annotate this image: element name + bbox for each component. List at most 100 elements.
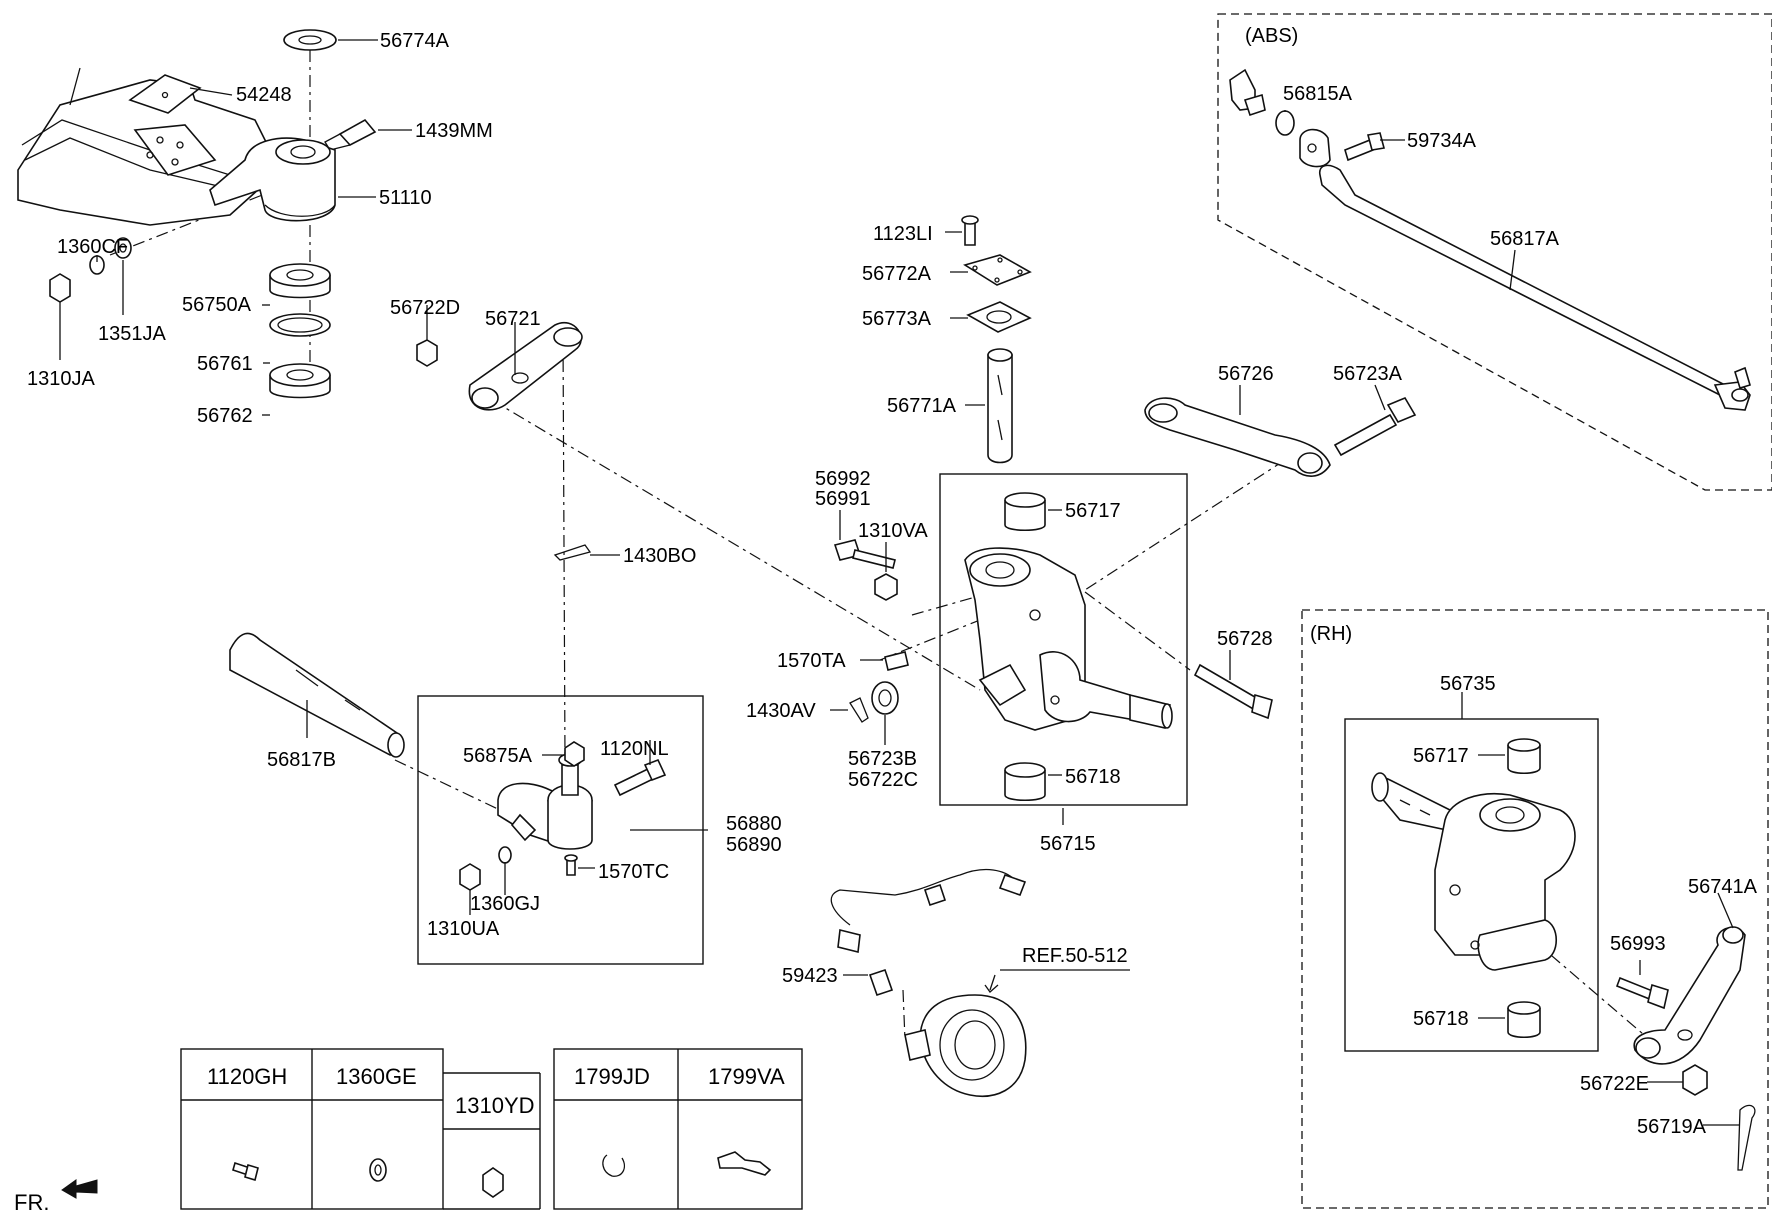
label-56723B[interactable]: 56723B — [848, 748, 917, 770]
part-1430BO-pin[interactable] — [553, 544, 592, 561]
label-56735[interactable]: 56735 — [1440, 673, 1496, 695]
label-56715[interactable]: 56715 — [1040, 833, 1096, 855]
label-56723A[interactable]: 56723A — [1333, 363, 1403, 385]
label-56991[interactable]: 56991 — [815, 488, 871, 510]
label-56750A[interactable]: 56750A — [182, 294, 252, 316]
part-56771A-kingpin[interactable] — [987, 348, 1013, 464]
label-56773A[interactable]: 56773A — [862, 308, 932, 330]
part-1570TC-fitting[interactable] — [564, 854, 578, 876]
part-56718-bushing[interactable] — [1004, 762, 1046, 802]
label-56728[interactable]: 56728 — [1217, 628, 1273, 650]
label-56762[interactable]: 56762 — [197, 405, 253, 427]
label-1120NL[interactable]: 1120NL — [600, 738, 669, 760]
part-1351JA-washer[interactable] — [114, 237, 132, 259]
label-1360CF[interactable]: 1360CF — [57, 236, 128, 258]
label-56817B[interactable]: 56817B — [267, 749, 336, 771]
label-56721[interactable]: 56721 — [485, 308, 541, 330]
label-1430AV[interactable]: 1430AV — [746, 700, 816, 722]
part-1439MM-bolt[interactable] — [324, 118, 377, 151]
label-56774A[interactable]: 56774A — [380, 30, 450, 52]
part-56723B-nut[interactable] — [871, 681, 899, 715]
label-ref-50-512[interactable]: REF.50-512 — [1022, 945, 1128, 967]
rh-part-56718-bushing[interactable] — [1507, 1001, 1541, 1039]
label-56717[interactable]: 56717 — [1065, 500, 1121, 522]
label-1570TC[interactable]: 1570TC — [598, 861, 669, 883]
part-56762-bushing[interactable] — [269, 363, 331, 399]
part-56722D-nut[interactable] — [416, 339, 438, 367]
legend-1120GH[interactable]: 1120GH — [207, 1064, 287, 1089]
part-56722E-nut[interactable] — [1682, 1064, 1708, 1096]
label-56771A[interactable]: 56771A — [887, 395, 957, 417]
label-1351JA[interactable]: 1351JA — [98, 323, 166, 345]
part-56774A-washer[interactable] — [283, 29, 337, 51]
label-1310JA[interactable]: 1310JA — [27, 368, 95, 390]
label-56718[interactable]: 56718 — [1065, 766, 1121, 788]
label-56722D[interactable]: 56722D — [390, 297, 460, 319]
part-1310UA-nut[interactable] — [459, 863, 481, 891]
label-56875A[interactable]: 56875A — [463, 745, 533, 767]
part-56719A-pin[interactable] — [1737, 1104, 1756, 1171]
part-56741A-arm[interactable] — [1633, 926, 1746, 1065]
part-56817B-rod[interactable] — [229, 632, 405, 758]
part-56772A-cap[interactable] — [963, 254, 1032, 286]
part-56992-bolt[interactable] — [833, 539, 896, 569]
label-56726[interactable]: 56726 — [1218, 363, 1274, 385]
part-56715-knuckle[interactable] — [964, 547, 1173, 731]
label-56761[interactable]: 56761 — [197, 353, 253, 375]
label-56993[interactable]: 56993 — [1610, 933, 1666, 955]
part-56723A-bolt[interactable] — [1333, 396, 1417, 457]
label-56880[interactable]: 56880 — [726, 813, 782, 835]
part-1120NL-bolt[interactable] — [613, 758, 667, 797]
legend-1799JD[interactable]: 1799JD — [574, 1064, 650, 1089]
part-59734A-bolt[interactable] — [1344, 132, 1385, 162]
label-1430BO[interactable]: 1430BO — [623, 545, 696, 567]
part-1310JA-nut[interactable] — [49, 273, 71, 303]
label-59423[interactable]: 59423 — [782, 965, 838, 987]
part-56750A-bushing[interactable] — [269, 263, 331, 299]
label-rh-56718[interactable]: 56718 — [1413, 1008, 1469, 1030]
part-1570TA-fitting[interactable] — [884, 651, 909, 671]
part-1360GJ-washer[interactable] — [498, 846, 512, 864]
label-56719A[interactable]: 56719A — [1637, 1116, 1707, 1138]
legend-1360GE[interactable]: 1360GE — [336, 1064, 417, 1089]
tie-rod-end-assembly[interactable] — [497, 753, 593, 850]
label-56722C[interactable]: 56722C — [848, 769, 918, 791]
legend-1799VA[interactable]: 1799VA — [708, 1064, 785, 1089]
label-59734A[interactable]: 59734A — [1407, 130, 1477, 152]
label-56992[interactable]: 56992 — [815, 468, 871, 490]
part-1123LI-bolt[interactable] — [961, 215, 979, 246]
label-1570TA[interactable]: 1570TA — [777, 650, 846, 672]
part-56721-arm[interactable] — [468, 322, 583, 411]
label-56817A[interactable]: 56817A — [1490, 228, 1560, 250]
label-1439MM[interactable]: 1439MM — [415, 120, 493, 142]
part-56761-washer[interactable] — [269, 313, 331, 337]
label-1310UA[interactable]: 1310UA — [427, 918, 500, 940]
label-54248[interactable]: 54248 — [236, 84, 292, 106]
label-1310VA[interactable]: 1310VA — [858, 520, 928, 542]
part-56773A-gasket[interactable] — [966, 301, 1032, 333]
label-56741A[interactable]: 56741A — [1688, 876, 1758, 898]
part-56817A-rod[interactable] — [1318, 164, 1751, 411]
label-rh-56717[interactable]: 56717 — [1413, 745, 1469, 767]
part-56726-arm[interactable] — [1144, 397, 1331, 477]
part-1310VA-nut[interactable] — [874, 573, 898, 601]
part-59423-sensor[interactable] — [830, 868, 1027, 997]
label-51110[interactable]: 51110 — [379, 187, 432, 209]
part-1430AV-pin[interactable] — [849, 697, 869, 723]
legend-1310YD[interactable]: 1310YD — [455, 1093, 535, 1118]
label-56772A[interactable]: 56772A — [862, 263, 932, 285]
part-56717-bushing[interactable] — [1004, 492, 1046, 532]
label-1123LI[interactable]: 1123LI — [873, 223, 933, 245]
part-56993-bolt[interactable] — [1615, 976, 1669, 1010]
label-56890[interactable]: 56890 — [726, 834, 782, 856]
label-56815A[interactable]: 56815A — [1283, 83, 1353, 105]
part-56728-bolt[interactable] — [1193, 663, 1273, 720]
label-1360GJ[interactable]: 1360GJ — [470, 893, 540, 915]
part-51110-bracket[interactable] — [209, 137, 336, 222]
rh-knuckle[interactable] — [1371, 772, 1576, 971]
part-56875A-nut[interactable] — [564, 741, 585, 767]
label-56722E[interactable]: 56722E — [1580, 1073, 1649, 1095]
rh-part-56717-bushing[interactable] — [1507, 738, 1541, 775]
part-56815A-clamp[interactable] — [1229, 68, 1331, 168]
part-54248-plate[interactable] — [128, 74, 202, 114]
